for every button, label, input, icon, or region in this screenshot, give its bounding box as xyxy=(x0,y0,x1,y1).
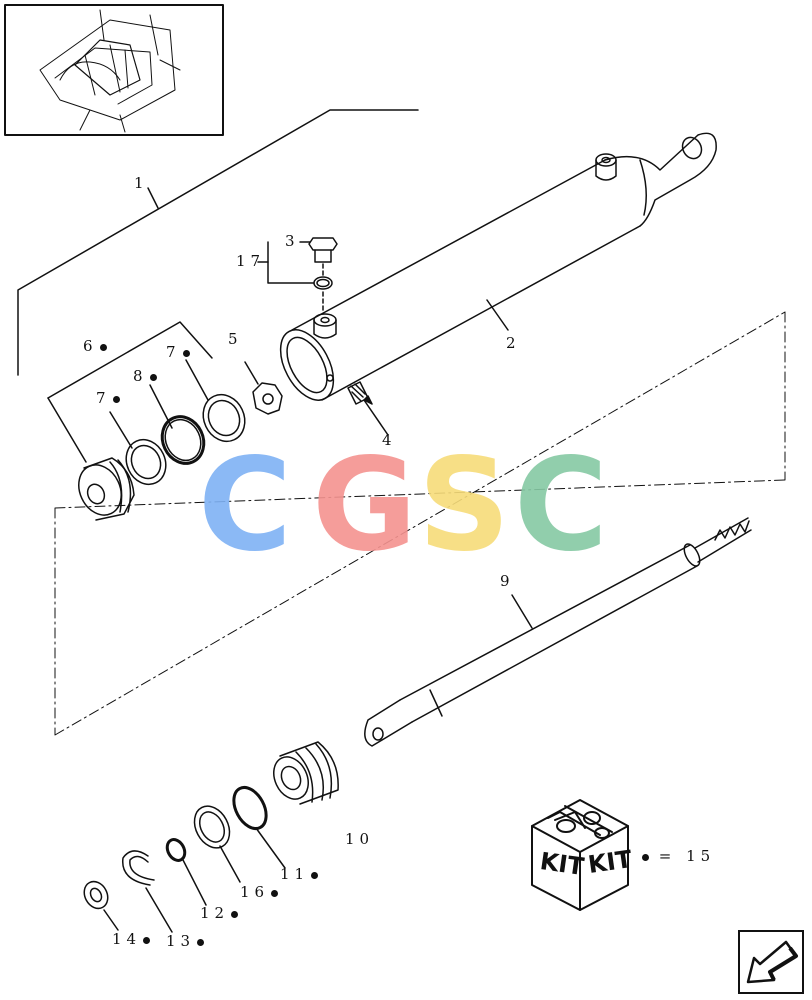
cylinder-barrel xyxy=(279,132,717,401)
kit-label-left: KIT xyxy=(538,847,586,881)
kit-dot-icon xyxy=(143,936,151,944)
callout-5: 5 xyxy=(228,330,243,348)
callout-4: 4 xyxy=(382,431,397,449)
kit-dot-icon xyxy=(231,910,239,918)
kit-box-icon xyxy=(531,799,629,911)
piston-rod xyxy=(364,517,752,747)
callout-16: 16 xyxy=(240,885,279,900)
grease-fitting xyxy=(347,381,389,436)
callout-8: 8 xyxy=(133,369,157,384)
callout-7-top: 7 xyxy=(166,345,190,360)
rod-gland xyxy=(273,741,339,805)
callout-6: 6 xyxy=(83,339,107,354)
callout-7-left: 7 xyxy=(96,391,120,406)
watermark-letter-3: S xyxy=(418,431,511,580)
watermark-letter-2: G xyxy=(312,431,418,580)
kit-dot-icon xyxy=(149,373,157,381)
kit-label-right: KIT xyxy=(586,845,634,879)
callout-1: 1 xyxy=(134,174,149,192)
watermark-letter-1: C xyxy=(198,431,292,580)
kit-dot-icon xyxy=(642,853,649,861)
callout-10: 10 xyxy=(345,830,375,848)
callout-3: 3 xyxy=(285,232,300,250)
location-thumbnail xyxy=(4,4,224,136)
kit-dot-icon xyxy=(182,349,190,357)
piston-seal-kit xyxy=(47,321,246,521)
rod-group-outline xyxy=(54,311,786,736)
callout-9: 9 xyxy=(500,572,515,590)
arrow-left-down-icon xyxy=(746,940,798,984)
bleed-screw-assembly xyxy=(257,237,338,313)
kit-dot-icon xyxy=(197,938,205,946)
callout-13: 13 xyxy=(166,934,205,949)
callout-12: 12 xyxy=(200,906,239,921)
bracket-item-1 xyxy=(17,109,419,376)
next-page-button[interactable] xyxy=(738,930,804,994)
callout-14: 14 xyxy=(112,932,151,947)
kit-dot-icon xyxy=(99,343,107,351)
callout-2: 2 xyxy=(506,334,521,352)
piston-nut xyxy=(244,361,283,415)
callout-11: 11 xyxy=(280,867,319,882)
kit-legend-text: = 15 xyxy=(640,849,715,864)
kit-dot-icon xyxy=(271,889,279,897)
kit-dot-icon xyxy=(311,871,319,879)
rod-seal-rings xyxy=(83,785,286,933)
kit-dot-icon xyxy=(112,395,120,403)
watermark-letter-4: C xyxy=(514,431,608,580)
callout-17: 17 xyxy=(236,252,266,270)
